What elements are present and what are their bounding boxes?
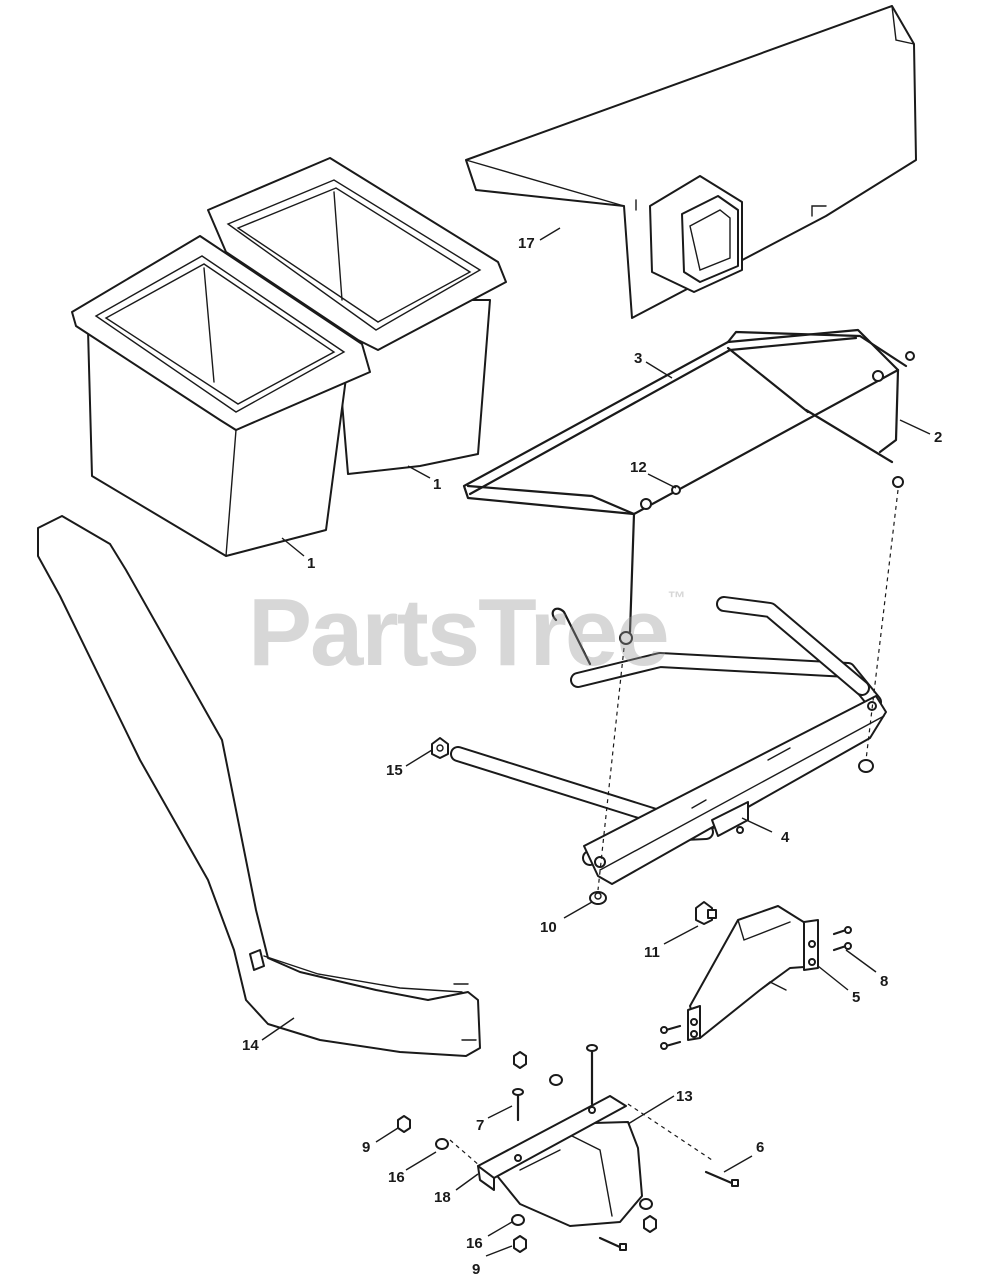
callout-9-lower: 9 <box>472 1261 480 1278</box>
part-7-bolts <box>512 1044 598 1122</box>
part-16-washers <box>435 1074 653 1226</box>
part-6-bolts <box>598 1170 739 1251</box>
callout-17: 17 <box>518 235 535 252</box>
part-11-knob <box>695 901 717 925</box>
callout-12: 12 <box>630 459 647 476</box>
part-5-bracket <box>687 905 819 1041</box>
part-15-nut <box>431 737 449 759</box>
part-4-base-frame <box>450 596 887 885</box>
part-1-bag-rear <box>207 157 507 475</box>
callout-18: 18 <box>434 1189 451 1206</box>
leader-lines <box>261 227 931 1257</box>
callout-9-upper: 9 <box>362 1139 370 1156</box>
callout-16-lower: 16 <box>466 1235 483 1252</box>
callout-7: 7 <box>476 1117 484 1134</box>
callout-labels: 1 1 2 3 4 5 6 7 8 9 9 10 11 12 13 14 15 … <box>242 235 942 1278</box>
frame-nut-right <box>858 759 874 773</box>
callout-14: 14 <box>242 1037 259 1054</box>
part-17-hood <box>465 5 917 319</box>
part-3-frame <box>462 328 915 645</box>
callout-1-front: 1 <box>307 555 315 572</box>
callout-2: 2 <box>934 429 942 446</box>
part-10-flange-nut <box>589 891 607 905</box>
part-9-nuts <box>397 1051 657 1253</box>
callout-5: 5 <box>852 989 860 1006</box>
callout-11: 11 <box>644 944 660 961</box>
callout-16-upper: 16 <box>388 1169 405 1186</box>
part-18-bracket <box>477 1095 627 1191</box>
callout-6: 6 <box>756 1139 764 1156</box>
callout-15: 15 <box>386 762 403 779</box>
part-1-bag-front <box>71 235 371 557</box>
callout-10: 10 <box>540 919 557 936</box>
callout-3: 3 <box>634 350 642 367</box>
callout-1-rear: 1 <box>433 476 441 493</box>
callout-8: 8 <box>880 973 888 990</box>
part-8-bolts <box>660 926 852 1050</box>
part-14-chute <box>37 515 481 1057</box>
alignment-lines <box>449 489 899 1167</box>
callout-13: 13 <box>676 1088 693 1105</box>
callout-4: 4 <box>781 829 790 846</box>
